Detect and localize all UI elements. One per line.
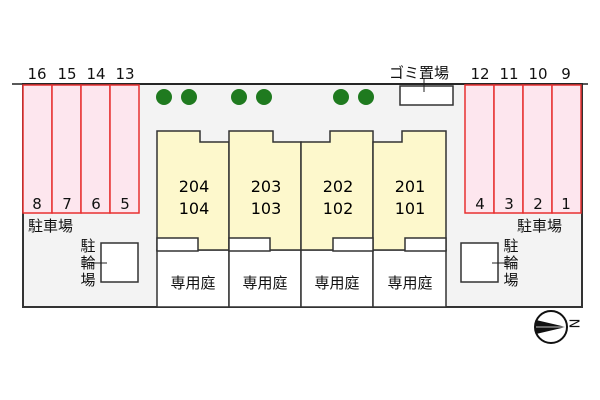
tree-icon: [256, 89, 272, 105]
stall-number: 8: [32, 195, 42, 213]
stall-number: 12: [470, 65, 490, 83]
parking-label: 駐車場: [28, 217, 74, 235]
parking-stall: [464, 84, 495, 214]
stall-number: 11: [499, 65, 519, 83]
entrance-box: [332, 237, 374, 252]
stall-number: 5: [120, 195, 130, 213]
unit-number: 103: [250, 199, 282, 218]
garden-label: 専用庭: [242, 274, 288, 292]
garden-area: [228, 249, 302, 308]
garden-area: [300, 249, 374, 308]
unit-number: 203: [250, 177, 282, 196]
entrance-box: [404, 237, 447, 252]
garden-label: 専用庭: [387, 274, 433, 292]
stall-number: 2: [533, 195, 543, 213]
stall-number: 14: [86, 65, 106, 83]
entrance-box: [156, 237, 199, 252]
garbage-box: [399, 85, 454, 106]
garden-area: [372, 249, 447, 308]
stall-number: 10: [528, 65, 548, 83]
stall-number: 6: [91, 195, 101, 213]
bicycle-parking-box: [100, 242, 139, 283]
parking-stall: [109, 84, 140, 214]
compass-icon: [534, 310, 568, 344]
parking-stall: [522, 84, 553, 214]
unit-number: 201: [394, 177, 426, 196]
stall-number: 4: [475, 195, 485, 213]
tree-icon: [333, 89, 349, 105]
unit-number: 202: [322, 177, 354, 196]
unit-number: 102: [322, 199, 354, 218]
garbage-label: ゴミ置場: [389, 64, 450, 82]
parking-stall: [51, 84, 82, 214]
parking-stall: [22, 84, 53, 214]
stall-number: 7: [62, 195, 72, 213]
garden-label: 専用庭: [170, 274, 216, 292]
parking-stall: [551, 84, 582, 214]
tree-icon: [181, 89, 197, 105]
stall-number: 9: [561, 65, 571, 83]
tree-icon: [231, 89, 247, 105]
stall-number: 16: [27, 65, 47, 83]
stall-number: 15: [57, 65, 77, 83]
stall-number: 13: [115, 65, 135, 83]
bicycle-parking-label: 駐輪場: [80, 237, 96, 289]
stall-number: 3: [504, 195, 514, 213]
bicycle-parking-box: [460, 242, 499, 283]
bicycle-parking-label: 駐輪場: [503, 237, 519, 289]
stall-number: 1: [561, 195, 571, 213]
tree-icon: [156, 89, 172, 105]
tree-icon: [358, 89, 374, 105]
parking-stall: [493, 84, 524, 214]
garden-label: 専用庭: [314, 274, 360, 292]
unit-number: 101: [394, 199, 426, 218]
parking-stall: [80, 84, 111, 214]
unit-number: 204: [178, 177, 210, 196]
compass-north-label: N: [565, 318, 581, 329]
parking-label: 駐車場: [517, 217, 563, 235]
entrance-box: [228, 237, 271, 252]
unit-number: 104: [178, 199, 210, 218]
